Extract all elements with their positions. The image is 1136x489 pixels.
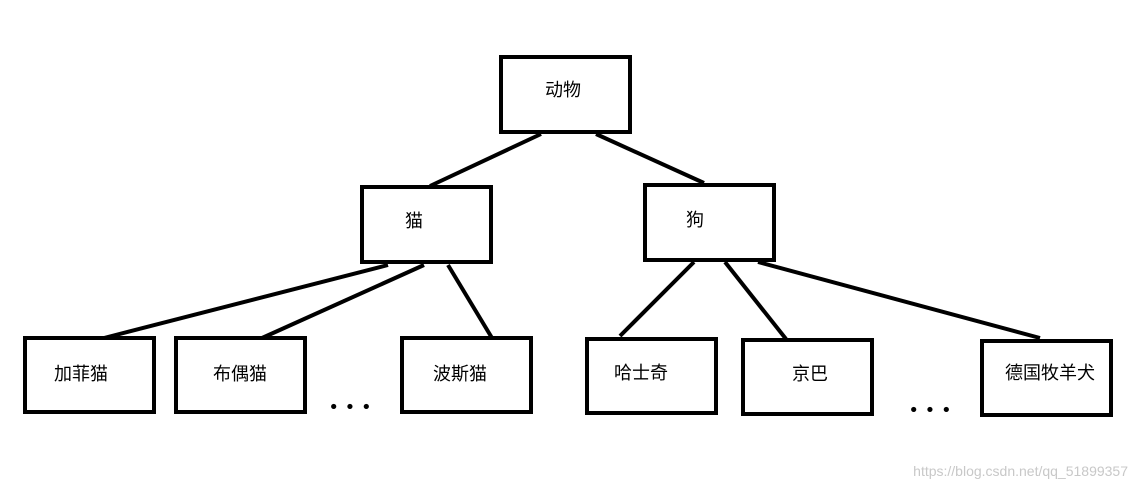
node-pekingese-label: 京巴 (792, 364, 828, 385)
ellipsis-cats: • • • (328, 397, 371, 418)
node-ragdoll-label: 布偶猫 (213, 364, 267, 385)
node-garfield: 加菲猫 (23, 336, 156, 414)
node-ragdoll: 布偶猫 (174, 336, 307, 414)
node-cat-label: 猫 (405, 211, 423, 232)
node-husky: 哈士奇 (585, 337, 718, 415)
edge-cat-garfield (103, 263, 389, 340)
node-animal: 动物 (499, 55, 632, 134)
edge-cat-ragdoll (261, 263, 425, 340)
node-garfield-label: 加菲猫 (54, 364, 108, 385)
edge-dog-pekingese (723, 260, 788, 341)
node-husky-label: 哈士奇 (614, 363, 668, 384)
node-pekingese: 京巴 (741, 338, 874, 416)
edge-animal-cat (429, 132, 542, 188)
watermark-url: https://blog.csdn.net/qq_51899357 (913, 463, 1128, 479)
node-cat: 猫 (360, 185, 493, 264)
node-dog: 狗 (643, 183, 776, 262)
node-german-shepherd: 德国牧羊犬 (980, 339, 1113, 417)
edge-animal-dog (595, 132, 705, 185)
edge-cat-persian (446, 263, 494, 340)
node-german-shepherd-label: 德国牧羊犬 (1005, 363, 1095, 384)
node-animal-label: 动物 (545, 80, 581, 101)
edge-dog-husky (618, 260, 696, 338)
ellipsis-dogs: • • • (908, 400, 951, 421)
node-persian: 波斯猫 (400, 336, 533, 414)
node-persian-label: 波斯猫 (433, 364, 487, 385)
edge-dog-german-shepherd (757, 260, 1041, 340)
node-dog-label: 狗 (686, 210, 704, 231)
